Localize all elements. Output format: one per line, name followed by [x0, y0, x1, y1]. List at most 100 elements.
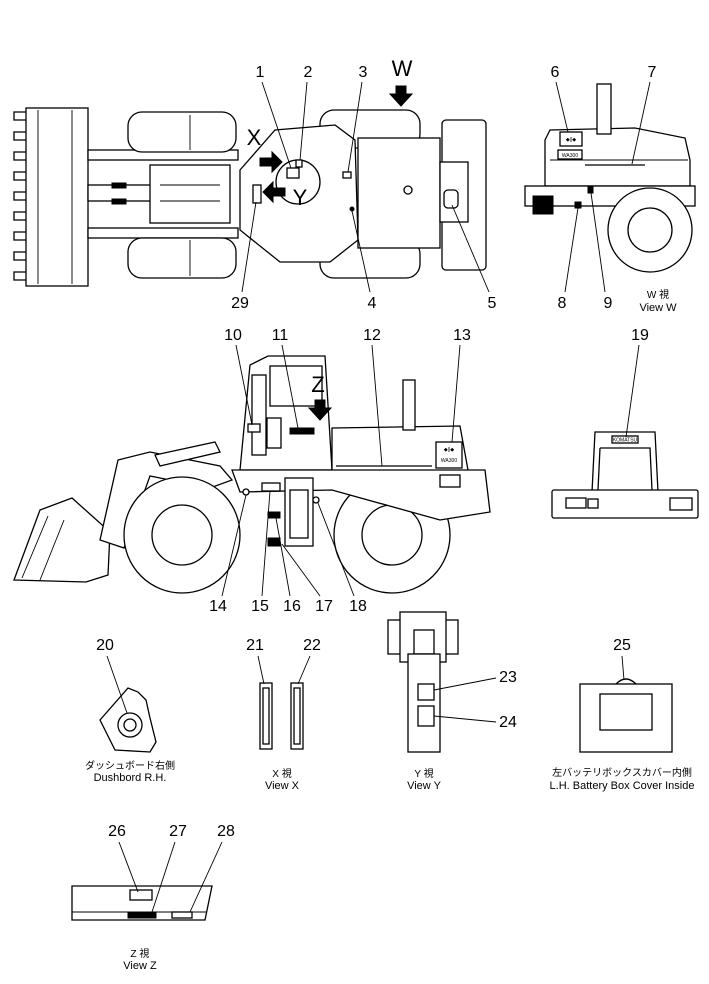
- decal-13-marker: [435, 441, 463, 469]
- view-w-tyre: [607, 187, 693, 273]
- callout-2: 2: [304, 64, 313, 81]
- callout-24: 24: [499, 714, 517, 731]
- decal-8-marker: [574, 201, 582, 209]
- battery-box-cover: [579, 678, 673, 753]
- callout-5: 5: [488, 295, 497, 312]
- dashboard-caption-jp: ダッシュボード右側: [85, 759, 175, 772]
- decal-18-marker: [312, 496, 320, 504]
- decal-9-marker: [587, 186, 594, 194]
- view-w-caption-jp: W 視: [647, 288, 669, 301]
- view-letter-z: Z: [311, 372, 324, 397]
- callout-25: 25: [613, 637, 631, 654]
- callout-7: 7: [648, 64, 657, 81]
- decal-2-marker: [295, 159, 303, 168]
- side-cab-door-handle-area: [266, 417, 282, 449]
- callout-26: 26: [108, 823, 126, 840]
- callout-8: 8: [558, 295, 567, 312]
- view-z: [71, 885, 213, 921]
- callout-22: 22: [303, 637, 321, 654]
- decal-14-marker: [242, 488, 250, 496]
- side-bucket: [13, 497, 111, 583]
- callout-18: 18: [349, 598, 367, 615]
- view-w-model-text: WA300: [562, 153, 578, 159]
- view-z-caption-en: View Z: [123, 960, 157, 972]
- decal-29-marker: [252, 184, 262, 204]
- decal-19-text: KOMATSU: [613, 438, 638, 444]
- callout-29: 29: [231, 295, 249, 312]
- decal-26-marker: [129, 889, 153, 901]
- callout-27: 27: [169, 823, 187, 840]
- view-y-caption-en: View Y: [407, 780, 442, 792]
- callout-16: 16: [283, 598, 301, 615]
- view-letter-y: Y: [293, 185, 308, 210]
- view-letter-w: W: [392, 56, 413, 81]
- decal-17-marker: [267, 537, 281, 547]
- top-lift-arms: [87, 149, 239, 239]
- decal-19-marker: [611, 435, 639, 444]
- view-z-arrow: [307, 399, 333, 421]
- view-w-arrow: [388, 85, 414, 107]
- battery-caption-en: L.H. Battery Box Cover Inside: [550, 780, 695, 792]
- callout-9: 9: [604, 295, 613, 312]
- top-view-machine: [13, 85, 487, 287]
- view-19-rear: KOMATSU: [551, 431, 699, 519]
- callout-3: 3: [359, 64, 368, 81]
- callout-13: 13: [453, 327, 471, 344]
- callout-6: 6: [551, 64, 560, 81]
- decal-13-text: ◆||◆: [444, 447, 454, 453]
- view-letter-x: X: [247, 125, 262, 150]
- top-front-tyre-lower: [127, 237, 237, 279]
- view-y-arrow: [262, 180, 286, 204]
- decal-23-marker: [417, 683, 435, 701]
- callout-28: 28: [217, 823, 235, 840]
- top-bucket: [13, 107, 89, 287]
- view-x-arrow: [259, 150, 283, 174]
- dashboard-rh: [99, 687, 157, 753]
- callout-10: 10: [224, 327, 242, 344]
- view-w-rear: ◆||◆ WA300: [524, 83, 696, 273]
- view-y: [387, 611, 459, 753]
- decal-24-marker: [417, 705, 435, 727]
- callout-21: 21: [246, 637, 264, 654]
- callout-12: 12: [363, 327, 381, 344]
- decal-3-marker: [342, 171, 352, 179]
- side-view-machine: ◆||◆ WA300: [13, 355, 491, 594]
- battery-caption-jp: 左バッテリボックスカバー内側: [552, 766, 692, 779]
- decal-16-marker: [267, 511, 281, 519]
- decal-1-marker: [286, 167, 300, 179]
- callout-11: 11: [272, 327, 289, 344]
- top-front-tyre-upper: [127, 111, 237, 153]
- side-cab-window: [269, 365, 323, 407]
- callout-20: 20: [96, 637, 114, 654]
- top-engine-hood: [357, 137, 441, 249]
- decal-5-marker: [443, 189, 459, 209]
- decal-27-marker: [127, 911, 157, 919]
- decal-4-marker: [349, 206, 355, 212]
- callout-1: 1: [256, 64, 265, 81]
- view-x-caption-en: View X: [265, 780, 300, 792]
- side-exhaust: [402, 379, 416, 431]
- view-x: [259, 682, 304, 750]
- dashboard-caption-en: Dushbord R.H.: [94, 772, 167, 784]
- callout-19: 19: [631, 327, 649, 344]
- decal-6-marker: [559, 131, 583, 147]
- callout-23: 23: [499, 669, 517, 686]
- callout-14: 14: [209, 598, 227, 615]
- decal-6-text: ◆||◆: [566, 137, 576, 143]
- decal-10-marker: [247, 423, 261, 433]
- decal-11-marker: [289, 427, 315, 435]
- decal-20-marker: [117, 712, 143, 738]
- view-y-caption-jp: Y 視: [414, 767, 433, 780]
- callout-15: 15: [251, 598, 269, 615]
- side-cab-door-window: [251, 374, 267, 456]
- decal-25-marker: [599, 693, 653, 731]
- callout-17: 17: [315, 598, 333, 615]
- view-w-caption-en: View W: [639, 302, 677, 314]
- view-w-model-plate: [557, 149, 583, 160]
- view-z-caption-jp: Z 視: [131, 947, 150, 960]
- side-front-tyre: [123, 476, 241, 594]
- view-w-exhaust: [596, 83, 612, 135]
- decal-13-model-text: WA300: [441, 458, 457, 464]
- decal-15-marker: [261, 482, 281, 492]
